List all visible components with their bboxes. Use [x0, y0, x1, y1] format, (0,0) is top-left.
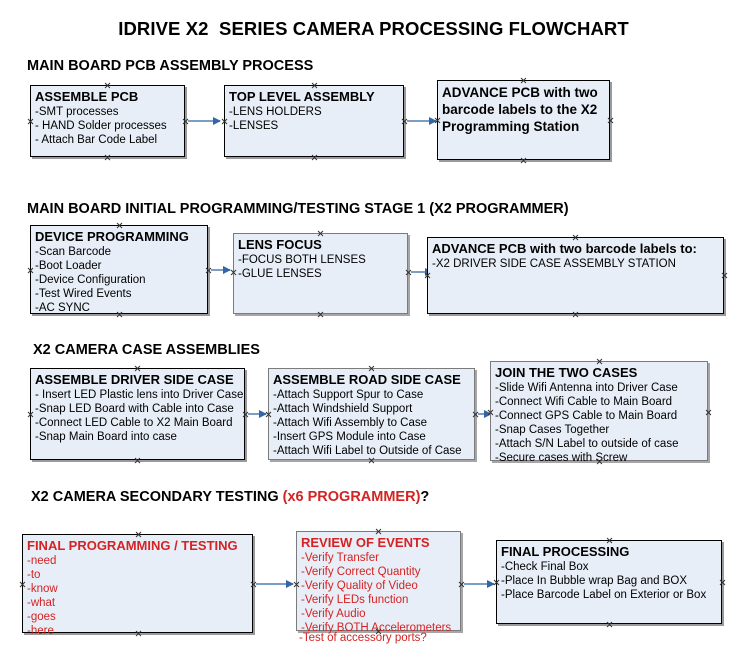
box-assemble-driver-side-case[interactable]: ASSEMBLE DRIVER SIDE CASE - Insert LED P… — [30, 368, 245, 460]
box-line: -Snap Main Board into case — [35, 431, 177, 443]
box-line-overflow: -Test of accessory ports? — [299, 632, 427, 644]
box-line: -Secure cases with Screw — [495, 452, 628, 464]
arrow-review-to-final-processing — [464, 580, 495, 588]
box-title: ASSEMBLE DRIVER SIDE CASE — [35, 372, 234, 387]
box-line: -GLUE LENSES — [238, 268, 322, 280]
box-title: REVIEW OF EVENTS — [301, 535, 430, 550]
box-line: -need — [27, 555, 57, 567]
box-title: JOIN THE TWO CASES — [495, 365, 638, 380]
box-line: -Verify LEDs function — [301, 594, 409, 606]
box-line: -Insert GPS Module into Case — [273, 431, 426, 443]
box-line: - Insert LED Plastic lens into Driver Ca… — [35, 389, 244, 401]
box-line: -FOCUS BOTH LENSES — [238, 254, 366, 266]
box-line: -LENS HOLDERS — [229, 106, 322, 118]
box-line: -Place Barcode Label on Exterior or Box — [501, 589, 707, 601]
box-line: - HAND Solder processes — [35, 120, 167, 132]
arrow-road-case-to-join-cases — [478, 410, 492, 418]
box-line: -Verify Audio — [301, 608, 366, 620]
box-title: ASSEMBLE ROAD SIDE CASE — [273, 372, 461, 387]
box-join-the-two-cases[interactable]: JOIN THE TWO CASES -Slide Wifi Antenna i… — [490, 361, 708, 464]
page-title: IDRIVE X2 SERIES CAMERA PROCESSING FLOWC… — [118, 18, 629, 39]
box-title: FINAL PROGRAMMING / TESTING — [27, 538, 238, 553]
arrow-device-programming-to-lens-focus — [211, 266, 231, 274]
box-line: -LENSES — [229, 120, 279, 132]
box-line: -Attach S/N Label to outside of case — [495, 438, 679, 450]
box-line: -Connect LED Cable to X2 Main Board — [35, 417, 233, 429]
box-title: ADVANCE PCB with two barcode labels to t… — [442, 85, 598, 134]
box-advance-pcb-driver-side[interactable]: ADVANCE PCB with two barcode labels to: … — [427, 237, 724, 314]
section-header-x2-camera-case-assemblies: X2 CAMERA CASE ASSEMBLIES — [33, 342, 260, 358]
box-line: -Attach Windshield Support — [273, 403, 413, 415]
box-line: -Connect Wifi Cable to Main Board — [495, 396, 673, 408]
box-line: -goes — [27, 611, 56, 623]
box-line: -Attach Support Spur to Case — [273, 389, 424, 401]
section-header-main-board-initial-programming: MAIN BOARD INITIAL PROGRAMMING/TESTING S… — [27, 201, 569, 217]
arrow-top-level-to-advance-pcb — [407, 117, 437, 125]
box-final-programming-testing[interactable]: FINAL PROGRAMMING / TESTING -need -to -k… — [22, 534, 253, 637]
box-title: LENS FOCUS — [238, 237, 322, 252]
box-title: ADVANCE PCB with two barcode labels to: — [432, 241, 697, 256]
box-review-of-events[interactable]: REVIEW OF EVENTS -Verify Transfer -Verif… — [296, 531, 461, 634]
box-final-processing[interactable]: FINAL PROCESSING -Check Final Box -Place… — [496, 540, 722, 624]
arrow-driver-case-to-road-case — [248, 410, 267, 418]
box-line: -Verify Quality of Video — [301, 580, 418, 592]
box-line: -Verify Transfer — [301, 552, 379, 564]
box-line: -Attach Wifi Assembly to Case — [273, 417, 428, 429]
box-line: -Attach Wifi Label to Outside of Case — [273, 445, 462, 457]
box-title: FINAL PROCESSING — [501, 544, 630, 559]
box-line: -Test Wired Events — [35, 288, 132, 300]
box-top-level-assembly[interactable]: TOP LEVEL ASSEMBLY -LENS HOLDERS -LENSES — [224, 85, 404, 157]
box-lens-focus[interactable]: LENS FOCUS -FOCUS BOTH LENSES -GLUE LENS… — [233, 233, 408, 314]
box-line: -Check Final Box — [501, 561, 589, 573]
box-line: -Boot Loader — [35, 260, 102, 272]
box-assemble-pcb[interactable]: ASSEMBLE PCB -SMT processes - HAND Solde… — [30, 85, 185, 157]
box-line: -Slide Wifi Antenna into Driver Case — [495, 382, 678, 394]
box-advance-pcb-programming-station[interactable]: ADVANCE PCB with two barcode labels to t… — [437, 80, 610, 160]
box-line: -X2 DRIVER SIDE CASE ASSEMBLY STATION — [432, 258, 676, 270]
box-line: -Snap LED Board with Cable into Case — [35, 403, 234, 415]
box-line: -Place In Bubble wrap Bag and BOX — [501, 575, 688, 587]
box-line: -Connect GPS Cable to Main Board — [495, 410, 678, 422]
section-header-red-text: (x6 PROGRAMMER) — [282, 489, 421, 505]
box-line: -SMT processes — [35, 106, 119, 118]
box-line: -Verify Correct Quantity — [301, 566, 421, 578]
box-assemble-road-side-case[interactable]: ASSEMBLE ROAD SIDE CASE -Attach Support … — [268, 368, 475, 460]
box-line: -know — [27, 583, 58, 595]
box-device-programming[interactable]: DEVICE PROGRAMMING -Scan Barcode -Boot L… — [30, 225, 208, 314]
box-line: -what — [27, 597, 56, 609]
section-header-x2-camera-secondary-testing: X2 CAMERA SECONDARY TESTING (x6 PROGRAMM… — [31, 489, 429, 505]
box-line: -Scan Barcode — [35, 246, 112, 258]
section-header-main-board-pcb-assembly: MAIN BOARD PCB ASSEMBLY PROCESS — [27, 58, 314, 74]
box-line: -to — [27, 569, 41, 581]
arrow-final-programming-to-review — [256, 580, 294, 588]
box-line: -AC SYNC — [35, 302, 90, 314]
arrow-assemble-pcb-to-top-level — [188, 117, 221, 125]
box-title: ASSEMBLE PCB — [35, 89, 139, 104]
box-line: -Verify BOTH Accelerometers — [301, 622, 452, 634]
section-header-text: X2 CAMERA SECONDARY TESTING — [31, 489, 283, 505]
section-header-tail-text: ? — [420, 489, 430, 505]
box-title: TOP LEVEL ASSEMBLY — [229, 89, 375, 104]
box-title: DEVICE PROGRAMMING — [35, 229, 189, 244]
box-line: -here — [27, 625, 54, 637]
box-line: -Device Configuration — [35, 274, 146, 286]
box-line: -Snap Cases Together — [495, 424, 610, 436]
box-line: - Attach Bar Code Label — [35, 134, 158, 146]
